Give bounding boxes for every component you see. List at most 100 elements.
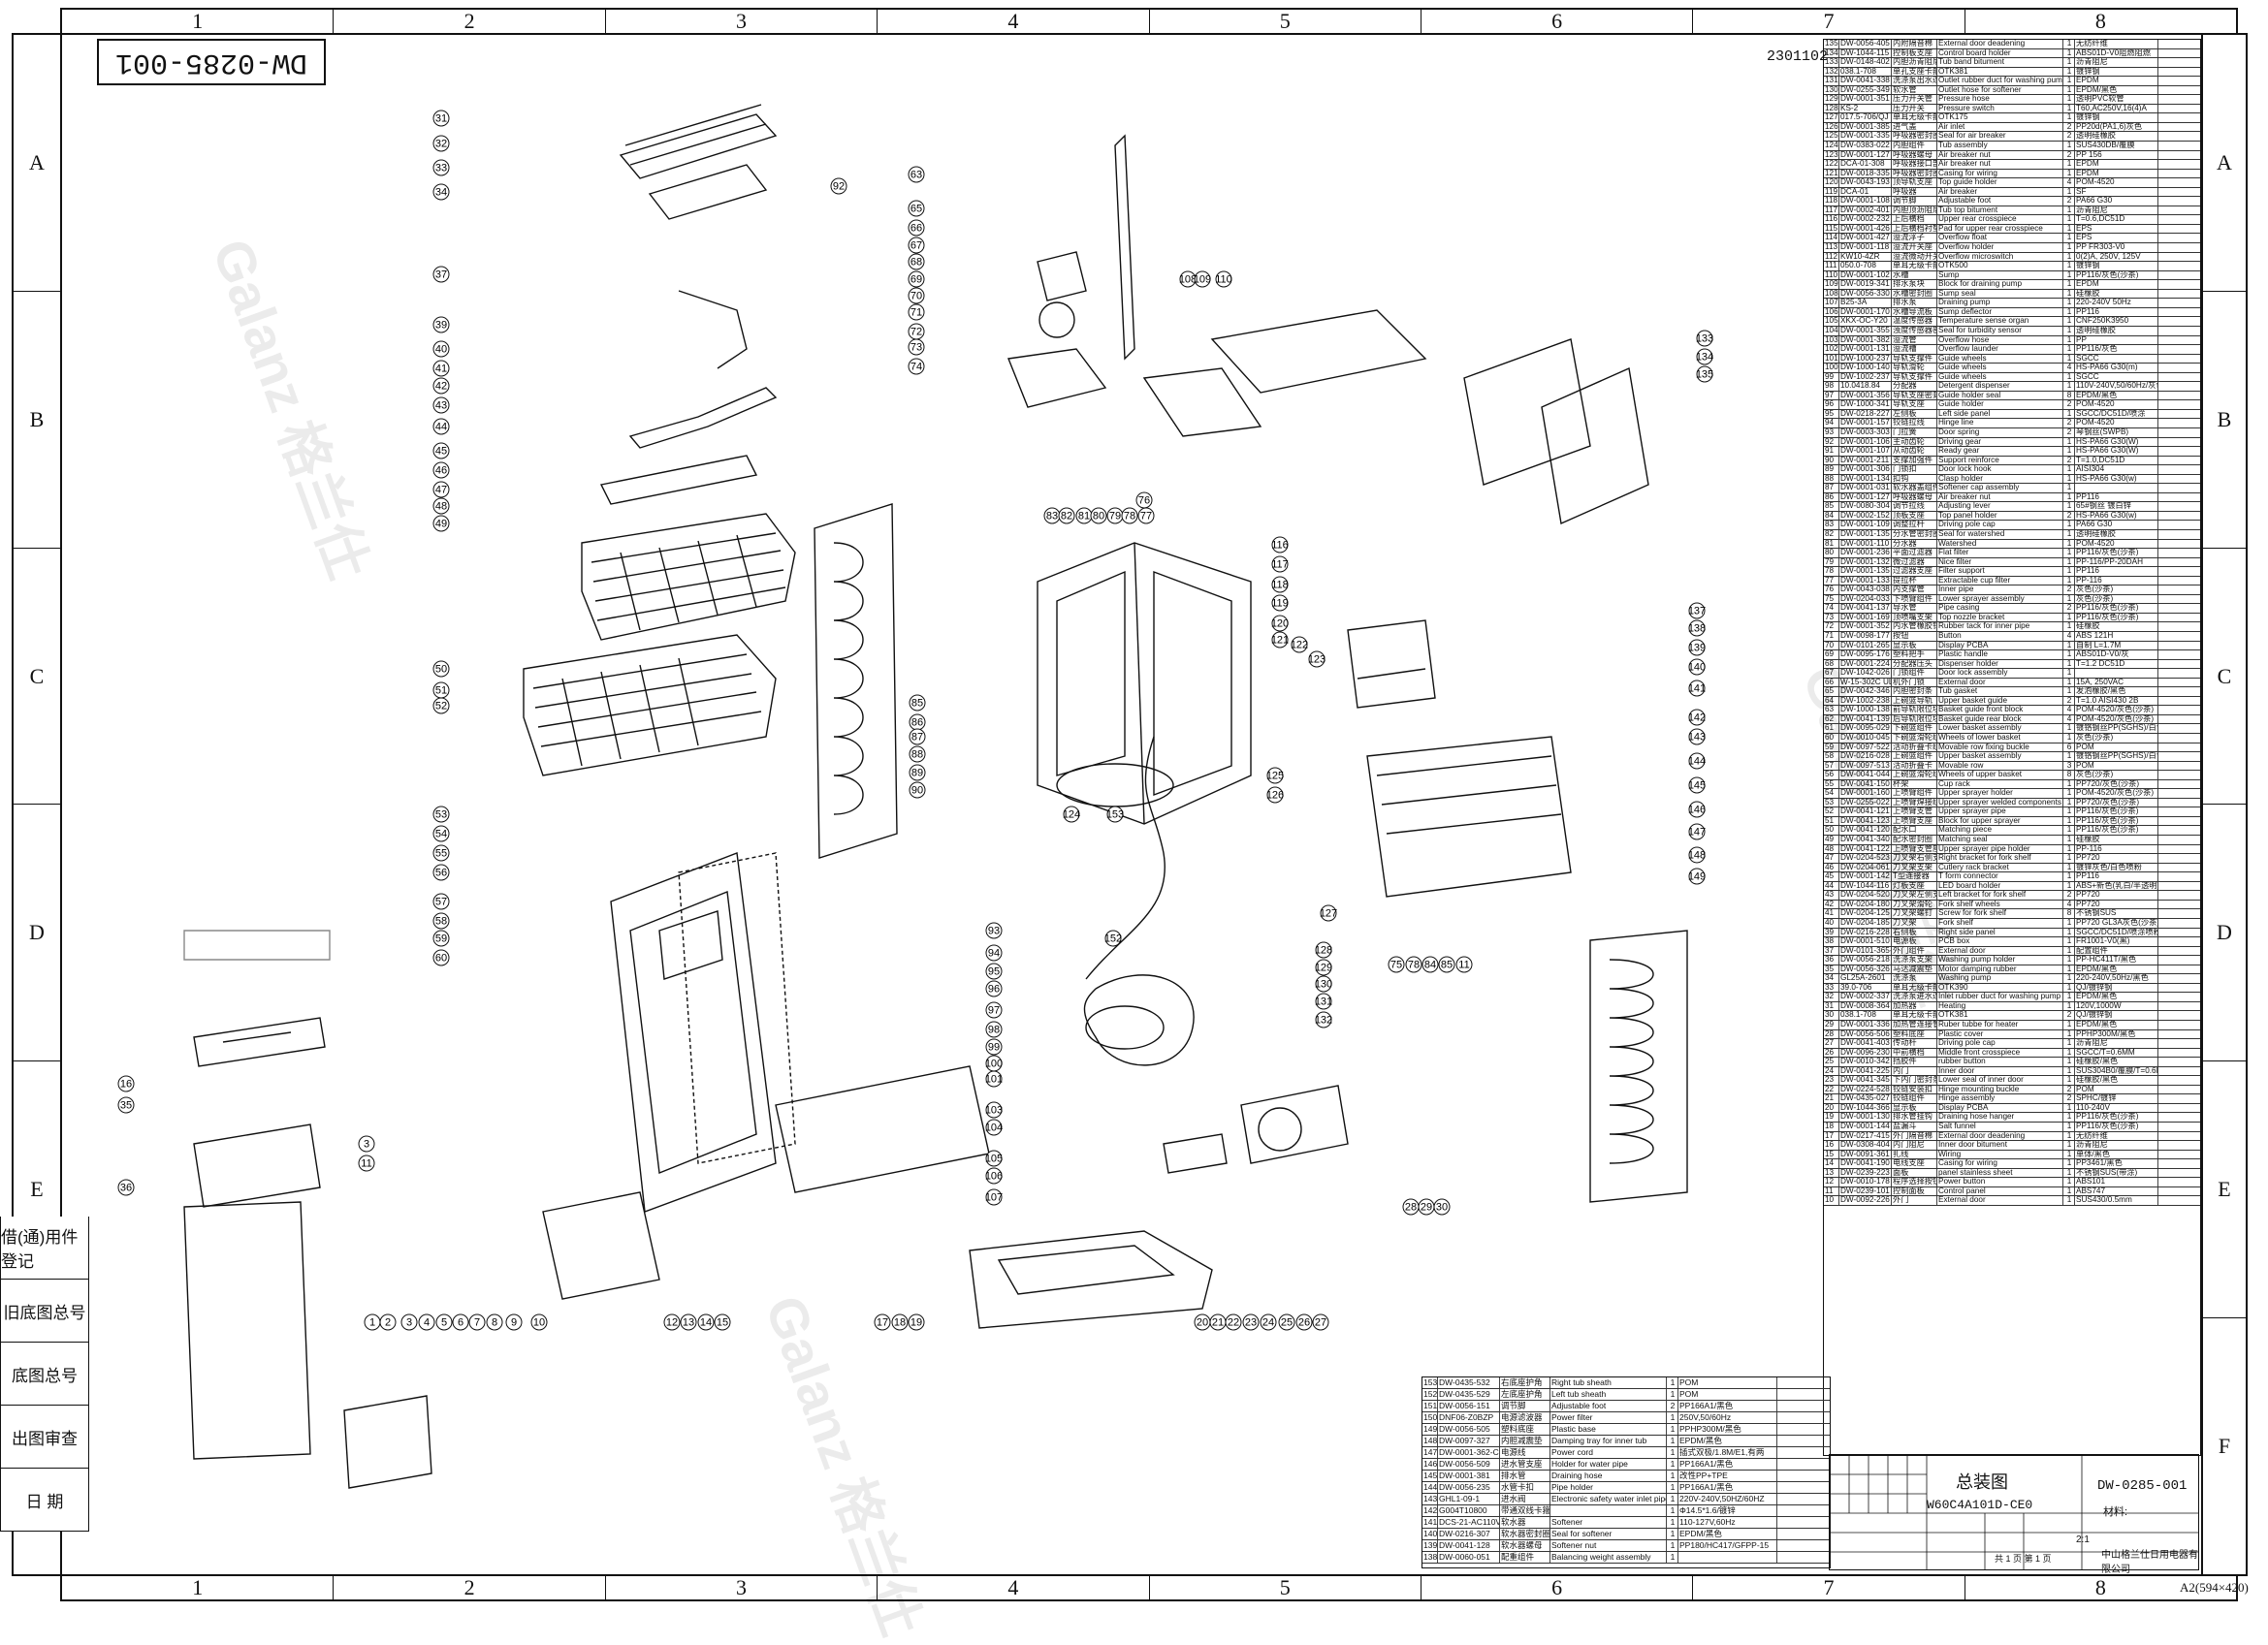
bom-row-cell: 水管卡扣 — [1500, 1482, 1550, 1493]
bom-row-cell: DNF06-Z0BZP — [1438, 1412, 1500, 1423]
part-bubble: 25 — [1278, 1313, 1295, 1331]
parts-list-row-cell: 1 — [2063, 807, 2075, 816]
parts-list-row-cell: SGCC/DC51D/喷涂 — [2075, 409, 2158, 419]
parts-list-row-cell: Top guide holder — [1937, 178, 2063, 187]
parts-list-row-cell: Washing pump holder — [1937, 956, 2063, 965]
parts-list-row-cell: Extractable cup filter — [1937, 576, 2063, 585]
part-bubble: 36 — [117, 1179, 135, 1196]
part-bubble: 118 — [1271, 576, 1289, 593]
part-bubble: 90 — [909, 781, 926, 799]
parts-list-row-cell: Fork shelf wheels — [1937, 900, 2063, 909]
parts-list-row-cell: Basket guide front block — [1937, 706, 2063, 714]
parts-list-row-cell: 1 — [2063, 549, 2075, 557]
parts-list-row-cell: PP720 — [2075, 854, 2158, 863]
parts-list-row-cell: 62 — [1824, 714, 1839, 724]
parts-list-row-cell: 1 — [2063, 502, 2075, 511]
parts-list-row-cell: 塑料底座 — [1892, 1029, 1937, 1039]
parts-list-row-cell: 上喷臂支管座 — [1893, 844, 1937, 854]
bom-row-cell: 110-127V,60Hz — [1678, 1517, 1777, 1528]
parts-list-row-cell: 1 — [2063, 1103, 2075, 1113]
parts-list-row-cell: External door — [1937, 1196, 2063, 1205]
parts-list-row-cell: 2 — [2063, 585, 2075, 594]
parts-list-row-cell: 15A, 250VAC — [2075, 678, 2158, 687]
parts-list-row-cell: DW-0041-137 — [1839, 604, 1892, 613]
parts-list-row-cell: 1 — [2063, 85, 2075, 95]
bom-row-cell: 138 — [1423, 1552, 1438, 1563]
bom-row-cell: 1 — [1667, 1389, 1678, 1400]
parts-list-row-cell: 沥青阻尼 — [2075, 1039, 2158, 1048]
parts-list-row-cell: Wheels of lower basket — [1937, 734, 2063, 743]
svg-text:69: 69 — [910, 274, 922, 286]
part-bubble: 52 — [432, 697, 450, 714]
parts-list-row-cell: 22 — [1824, 1085, 1839, 1094]
bom-row-cell: 1 — [1667, 1505, 1678, 1516]
part-bubble: 146 — [1688, 801, 1706, 818]
parts-list-row-cell: 左侧板 — [1892, 409, 1937, 419]
svg-text:35: 35 — [120, 1100, 132, 1112]
zone-col-5: 5 — [1150, 10, 1421, 33]
parts-list-row-cell: 提拉杯 — [1892, 576, 1937, 585]
parts-list-row-cell: HS-PA66 G30(m) — [2075, 364, 2158, 372]
parts-list-row-cell: 1 — [2063, 474, 2075, 484]
parts-list-row-cell: POM-4520 — [2075, 178, 2158, 187]
parts-list-row-cell: 2 — [2063, 696, 2075, 706]
parts-list-row-cell: 洗涤泵支架 — [1892, 956, 1937, 965]
svg-text:142: 142 — [1688, 712, 1706, 724]
parts-list-row-cell: PP-116/PP-20DAH — [2075, 557, 2158, 567]
svg-text:12: 12 — [666, 1317, 678, 1329]
bom-row-cell: 1 — [1667, 1529, 1678, 1539]
parts-list-row-cell: LED board holder — [1937, 881, 2063, 891]
parts-list-row-cell: 121 — [1825, 169, 1839, 178]
part-bubble: 1 — [364, 1313, 381, 1331]
svg-text:137: 137 — [1688, 606, 1706, 617]
svg-text:121: 121 — [1271, 635, 1289, 647]
parts-list-row-cell: Upper sprayer welded components — [1937, 798, 2063, 807]
parts-list-row-cell: DW-0001-142 — [1839, 872, 1892, 881]
parts-list-row-cell: T form connector — [1937, 872, 2063, 881]
parts-list-row-cell: panel stainless sheet — [1937, 1168, 2063, 1178]
part-bubble: 53 — [432, 806, 450, 823]
parts-list-row-cell: 2 — [2063, 427, 2075, 437]
parts-list-row-cell: PA66 G30 — [2075, 521, 2158, 529]
parts-list-row-cell: 26 — [1824, 1048, 1839, 1058]
bom-row-cell: 139 — [1423, 1540, 1438, 1551]
svg-text:104: 104 — [985, 1123, 1003, 1134]
parts-list-row-cell: 53 — [1824, 798, 1839, 807]
part-bubble: 54 — [432, 825, 450, 842]
bom-row-cell: Φ14.5*1.6/镀锌 — [1678, 1505, 1777, 1516]
sheet-info: 共 1 页 第 1 页 — [1995, 1554, 2052, 1564]
parts-list-row-cell: DW-0041-120 — [1839, 826, 1892, 836]
parts-list-row-cell: 按钮 — [1892, 632, 1937, 641]
parts-list-row-cell: 门锁扣 — [1892, 465, 1937, 474]
parts-list-row-cell: 上喷臂支座 — [1892, 816, 1937, 826]
part-bubble: 143 — [1688, 728, 1706, 745]
parts-list-row-cell: DW-1044-115 — [1839, 48, 1892, 58]
parts-list-row-cell: EPS — [2075, 234, 2158, 243]
parts-list-row-cell: 1 — [2063, 224, 2075, 234]
bom-row-cell: 电源滤波器 — [1500, 1412, 1550, 1423]
bom-row-cell: 1 — [1667, 1436, 1678, 1446]
parts-list-row-cell: DW-0001-132 — [1839, 557, 1892, 567]
parts-list-row-cell: Block for draining pump — [1937, 280, 2063, 289]
parts-list-row-cell: Screw for fork shelf — [1937, 909, 2063, 918]
parts-list-row-cell: 导水管 — [1892, 604, 1937, 613]
bom-row-cell: DW-0056-509 — [1438, 1459, 1500, 1470]
parts-list-row-cell: PP116 — [2075, 567, 2158, 576]
svg-text:6: 6 — [458, 1317, 463, 1329]
parts-list-row-cell: 33 — [1824, 983, 1839, 993]
parts-list-row-cell: Pad for upper rear crosspiece — [1937, 224, 2063, 234]
part-bubble: 6 — [452, 1313, 469, 1331]
parts-list-row-cell: PP-HC411T/黑色 — [2075, 956, 2158, 965]
bom-row-cell — [1678, 1552, 1777, 1563]
bom-row-cell: DW-0060-051 — [1438, 1552, 1500, 1563]
parts-list-row-cell: DW-0204-125 — [1839, 909, 1892, 918]
